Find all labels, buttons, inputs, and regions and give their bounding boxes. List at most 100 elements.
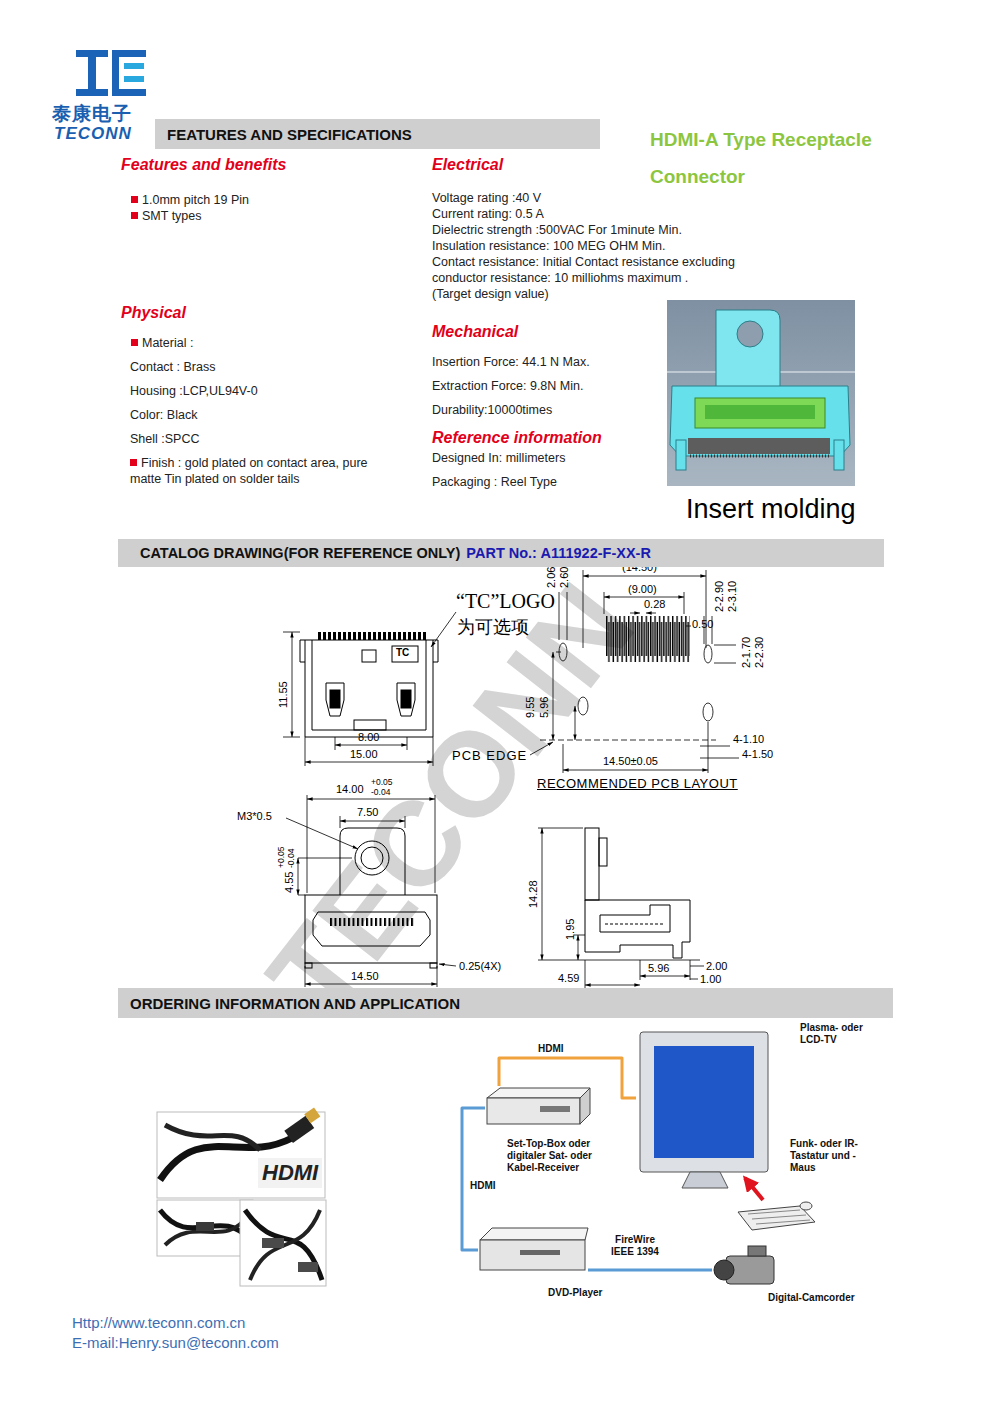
pcb-layout	[646, 613, 656, 614]
cable-photos	[196, 1222, 214, 1231]
dimension-lines	[335, 737, 336, 750]
front-view-outline	[354, 720, 386, 730]
pcb-layout	[559, 592, 560, 640]
dimension-value: 2.06	[545, 567, 557, 588]
dimension-value-box: 0.25(4X)	[459, 960, 501, 973]
cable-photos	[298, 1262, 318, 1272]
application-devices	[480, 1032, 815, 1284]
insert-molding-render	[695, 398, 825, 428]
side-view-outline	[600, 905, 670, 932]
pcb-layout	[604, 592, 605, 614]
cable-line	[462, 1108, 485, 1250]
cable-photos	[304, 1107, 320, 1123]
dimension-lines	[283, 632, 300, 633]
front-view-outline	[397, 683, 415, 716]
spec-text: Insulation resistance: 100 MEG OHM Min.	[432, 239, 665, 253]
spec-text-box: Durability:10000times	[432, 402, 552, 418]
dimension-value: 1.95	[564, 919, 576, 940]
dimension-lines	[538, 828, 704, 988]
spec-text-box: Shell :SPCC	[130, 431, 199, 447]
spec-text-box: SMT types	[131, 208, 202, 224]
spec-text: Durability:10000times	[432, 403, 552, 417]
dimension-lines	[538, 828, 583, 829]
dimension-value-box: 5.96	[648, 962, 669, 975]
device-box: DVD-Player	[478, 1225, 588, 1275]
section-band: ORDERING INFORMATION AND APPLICATION	[118, 988, 893, 1018]
section-heading: Physical	[121, 304, 186, 321]
dimension-value: 0.50	[692, 618, 713, 630]
contact-info: E-mail:Henry.sun@teconn.com	[72, 1334, 279, 1351]
spec-text: Dielectric strength :500VAC For 1minute …	[432, 223, 682, 237]
pcb-layout	[583, 576, 706, 577]
logo-text-box: HDMI	[262, 1160, 318, 1186]
dimension-value: 4-1.50	[742, 748, 773, 760]
dimension-lines	[298, 858, 352, 859]
cable-line	[499, 1058, 636, 1098]
pcb-layout	[575, 706, 576, 740]
spec-text-box: Color: Black	[130, 407, 197, 423]
dimension-value-box: 1.00	[700, 973, 721, 986]
insert-molding-render	[716, 310, 780, 388]
dimension-value: 5.96	[648, 962, 669, 974]
section-heading: Reference information	[432, 429, 602, 446]
cable-label: HDMI	[538, 1043, 564, 1055]
bullet-square	[130, 459, 137, 466]
dimension-value-box: 2-3.10	[726, 581, 739, 612]
dimension-value: 2.00	[706, 960, 727, 972]
spec-text: Designed In: millimeters	[432, 451, 565, 465]
application-devices	[748, 1246, 766, 1256]
section-heading-box: Reference information	[432, 428, 602, 447]
logo-text-box: TECONN	[54, 124, 132, 144]
bullet-square	[131, 339, 138, 346]
dimension-value-box: 2.60	[558, 567, 571, 588]
front-view-outline	[392, 646, 418, 662]
pcb-layout	[708, 722, 709, 773]
dimension-value: 4.55	[283, 872, 295, 893]
application-devices	[714, 1260, 734, 1280]
dimension-value-box: 4-1.10	[733, 733, 764, 746]
side-view-outline	[585, 828, 690, 958]
dimension-value: 2-2.90	[713, 581, 725, 612]
dimension-lines	[542, 828, 543, 960]
dimension-value-box: 2-1.70	[740, 637, 753, 668]
dimension-lines	[640, 960, 641, 980]
pcb-layout	[553, 652, 554, 740]
dimension-lines	[283, 737, 300, 738]
dimension-value-box: 4-1.50	[742, 748, 773, 761]
dimension-value: 0.28	[644, 598, 665, 610]
bullet-square	[131, 212, 138, 219]
application-devices	[682, 1172, 728, 1188]
dimension-value: (9.00)	[628, 583, 657, 595]
device-label: Plasma- oder LCD-TV	[800, 1022, 875, 1046]
logo-icon	[76, 89, 108, 96]
logo-icon	[124, 63, 144, 69]
signal-arrow	[745, 1178, 763, 1200]
application-devices	[640, 1032, 768, 1172]
cable-photos	[157, 1200, 253, 1256]
watermark: TECONN	[241, 559, 659, 1041]
dimension-value: 1.00	[700, 973, 721, 985]
band-heading: FEATURES AND SPECIFICATIONS	[167, 126, 412, 143]
cable-photos	[250, 1210, 320, 1280]
spec-text-box: Designed In: millimeters	[432, 450, 565, 466]
dimension-lines	[435, 795, 436, 893]
application-devices	[480, 1228, 588, 1240]
section-heading-box: Electrical	[432, 155, 503, 174]
dimension-value-box: 0.28	[644, 598, 665, 611]
dimension-value-box: 1.95	[564, 919, 577, 940]
dimension-value-box: 2-2.90	[713, 581, 726, 612]
section-heading: Electrical	[432, 156, 503, 173]
spec-text-box: Finish : gold plated on contact area, pu…	[130, 455, 402, 487]
pcb-layout	[700, 758, 739, 759]
application-devices	[748, 1210, 810, 1224]
dimension-value-box: 0.50	[692, 618, 713, 631]
dimension-lines	[305, 762, 433, 763]
dimension-lines	[439, 964, 456, 966]
dimension-lines	[640, 976, 690, 977]
spec-text: Voltage rating :40 V	[432, 191, 541, 205]
cable-photos	[157, 1112, 325, 1198]
application-devices	[580, 1088, 590, 1124]
dimension-value-box: 5.96	[538, 697, 551, 718]
band-heading: ORDERING INFORMATION AND APPLICATION	[130, 995, 460, 1012]
